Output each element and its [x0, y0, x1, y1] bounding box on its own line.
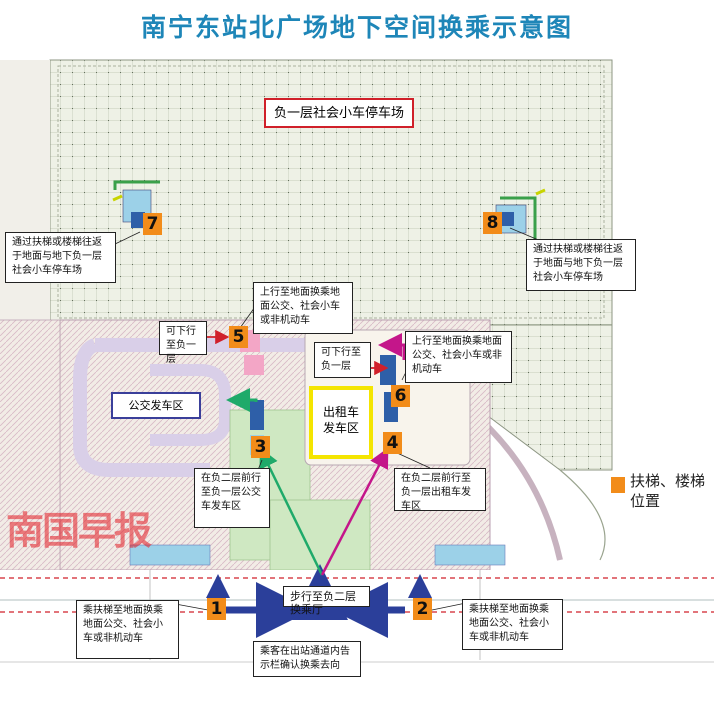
escalator-badge-7: 7: [143, 213, 162, 235]
escalator-badge-6: 6: [391, 385, 410, 407]
note-badge-7: 通过扶梯或楼梯往返于地面与地下负一层社会小车停车场: [5, 232, 116, 283]
note-walk: 步行至负二层换乘厅: [283, 586, 370, 616]
legend-label: 扶梯、楼梯位置: [630, 472, 706, 510]
note-badge-5-down: 可下行至负一层: [159, 321, 207, 365]
escalator-badge-5: 5: [229, 326, 248, 348]
note-badge-3: 在负二层前行至负一层公交车发车区: [194, 468, 270, 528]
note-badge-8: 通过扶梯或楼梯往返于地面与地下负一层社会小车停车场: [526, 239, 636, 291]
escalator-badge-1: 1: [207, 598, 226, 620]
parking-label: 负一层社会小车停车场: [264, 98, 414, 128]
bus-zone-label: 公交发车区: [111, 392, 201, 419]
legend-swatch: [611, 477, 625, 493]
newspaper-watermark: 南国早报: [6, 508, 152, 553]
note-badge-6-down: 可下行至负一层: [314, 342, 371, 378]
escalator-badge-3: 3: [251, 436, 270, 458]
taxi-zone-label: 出租车发车区: [309, 386, 373, 459]
note-badge-1: 乘扶梯至地面换乘地面公交、社会小车或非机动车: [76, 600, 179, 659]
note-badge-4: 在负二层前行至负一层出租车发车区: [394, 468, 486, 512]
note-badge-2: 乘扶梯至地面换乘地面公交、社会小车或非机动车: [462, 599, 563, 650]
note-bottom: 乘客在出站通道内告示栏确认换乘去向: [253, 641, 361, 677]
note-badge-6-up: 上行至地面换乘地面公交、社会小车或非机动车: [405, 331, 512, 383]
note-badge-5-up: 上行至地面换乘地面公交、社会小车或非机动车: [253, 282, 353, 334]
map-title: 南宁东站北广场地下空间换乘示意图: [140, 13, 573, 42]
escalator-badge-2: 2: [413, 598, 432, 620]
escalator-badge-4: 4: [383, 432, 402, 454]
escalator-badge-8: 8: [483, 212, 502, 234]
